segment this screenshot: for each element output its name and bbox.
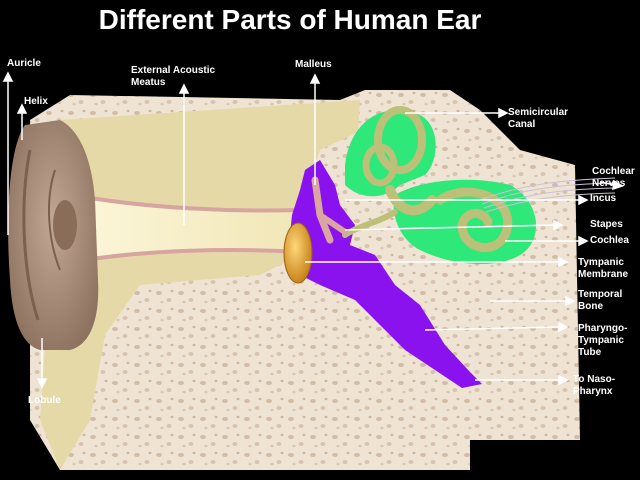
label-cochlear-nerves: Cochlear Nerves xyxy=(592,166,635,190)
label-to-naso-pharynx: To Naso- Pharynx xyxy=(573,374,615,398)
label-tympanic-membrane: Tympanic Membrane xyxy=(578,257,628,281)
tympanic-membrane-disc xyxy=(284,223,312,283)
label-incus: Incus xyxy=(590,193,616,205)
label-lobule: Lobule xyxy=(28,395,61,407)
label-auricle: Auricle xyxy=(7,58,41,70)
incus-arrowhead xyxy=(579,196,587,204)
auricle-arrowhead xyxy=(4,73,12,81)
label-stapes: Stapes xyxy=(590,219,623,231)
label-malleus: Malleus xyxy=(295,59,332,71)
semicircular-canal-arrowhead xyxy=(499,109,507,117)
label-helix: Helix xyxy=(24,96,48,108)
label-semicircular-canal: Semicircular Canal xyxy=(508,107,568,131)
cochlea-arrowhead xyxy=(579,237,587,245)
label-temporal-bone: Temporal Bone xyxy=(578,289,622,313)
label-cochlea: Cochlea xyxy=(590,235,629,247)
label-external-acoustic-meatus: External Acoustic Meatus xyxy=(131,65,215,89)
malleus-arrowhead xyxy=(311,75,319,83)
auricle-shape xyxy=(8,120,98,350)
label-pharyngo-tympanic-tube: Pharyngo- Tympanic Tube xyxy=(578,323,627,359)
